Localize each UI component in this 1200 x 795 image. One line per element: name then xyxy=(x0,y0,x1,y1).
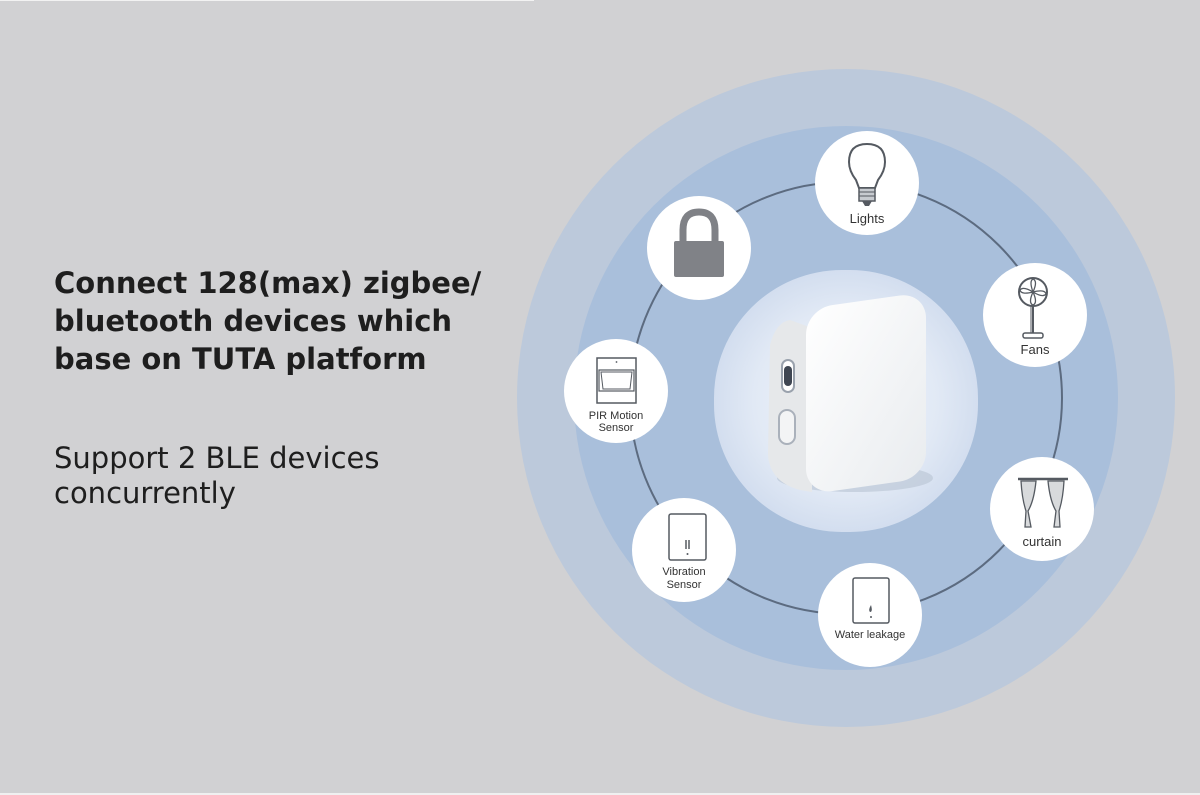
curtain-label: curtain xyxy=(1022,534,1062,549)
bottom-edge-strip xyxy=(0,793,1200,795)
light-bulb-icon xyxy=(847,142,887,206)
water-leakage-label: Water leakage xyxy=(834,629,906,641)
device-lock xyxy=(647,196,751,300)
fans-label: Fans xyxy=(1020,342,1050,357)
reset-button xyxy=(778,409,796,445)
device-pir-motion-sensor: PIR Motion Sensor xyxy=(564,339,668,443)
top-edge-strip xyxy=(0,0,534,1)
subline: Support 2 BLE devices concurrently xyxy=(54,441,380,510)
device-vibration-sensor: Vibration Sensor xyxy=(632,498,736,602)
device-lights: Lights xyxy=(815,131,919,235)
gateway-hub-device xyxy=(768,295,933,492)
vibration-label-line1: Vibration xyxy=(662,566,706,578)
pir-motion-sensor-icon xyxy=(596,357,637,404)
headline: Connect 128(max) zigbee/ bluetooth devic… xyxy=(54,266,482,376)
device-water-leakage: Water leakage xyxy=(818,563,922,667)
curtain-icon xyxy=(1018,477,1068,528)
pir-label-line1: PIR Motion xyxy=(588,410,644,422)
vibration-sensor-icon xyxy=(668,513,707,561)
lights-label: Lights xyxy=(849,211,885,226)
water-leak-sensor-icon xyxy=(852,577,890,624)
fan-icon xyxy=(1018,277,1048,339)
vibration-label-line2: Sensor xyxy=(666,579,702,591)
device-fans: Fans xyxy=(983,263,1087,367)
pir-label-line2: Sensor xyxy=(598,422,634,434)
lock-icon xyxy=(674,208,724,277)
device-curtain: curtain xyxy=(990,457,1094,561)
